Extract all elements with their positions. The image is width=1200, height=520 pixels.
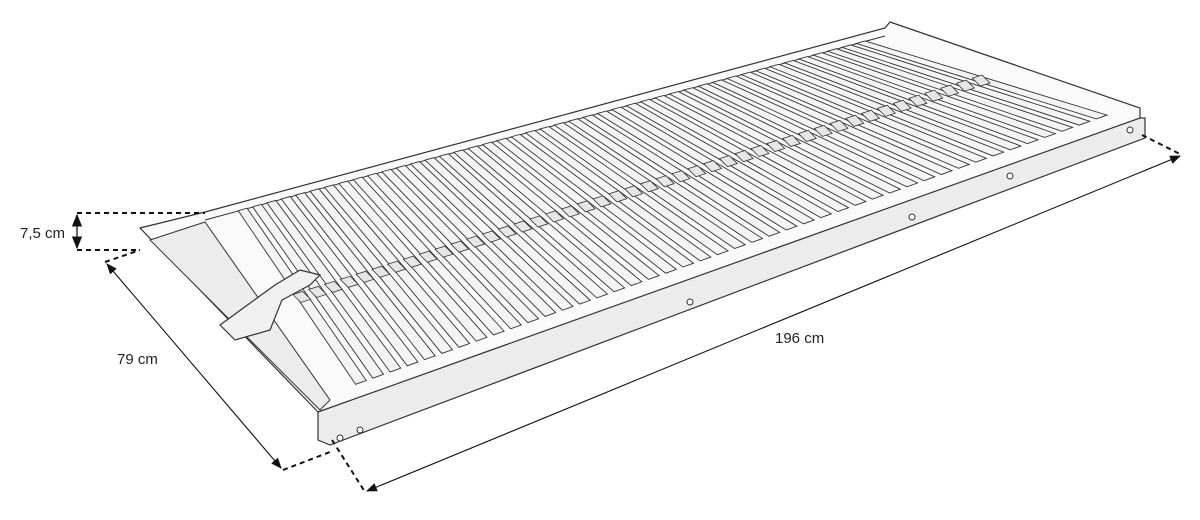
- screw-icon: [1126, 126, 1134, 134]
- slat-holder: [307, 285, 328, 298]
- screw-icon: [356, 426, 364, 434]
- slat-holder: [829, 119, 849, 132]
- slat-holder: [750, 145, 770, 158]
- slat-holder: [955, 79, 976, 92]
- slat-holder: [876, 104, 897, 117]
- slat-holder: [323, 280, 344, 293]
- width-label: 79 cm: [117, 351, 158, 368]
- slat-holder: [766, 139, 786, 153]
- slat-holder: [339, 275, 359, 288]
- height-label: 7,5 cm: [20, 225, 65, 242]
- slat-holder: [892, 99, 912, 112]
- screw-icon: [686, 298, 694, 306]
- slat-holder: [292, 290, 312, 303]
- height-dimension: 7,5 cm: [20, 212, 205, 251]
- slat-holder: [971, 74, 991, 87]
- screw-icon: [1006, 172, 1014, 180]
- slat-holder: [908, 94, 928, 107]
- slat-holder: [797, 129, 818, 142]
- screw-icon: [908, 213, 916, 221]
- slat-holder: [781, 134, 802, 147]
- slat-holder: [924, 89, 944, 102]
- slat-holder: [813, 124, 833, 137]
- screw-icon: [336, 434, 344, 442]
- length-label: 196 cm: [775, 330, 824, 347]
- width-dimension: 79 cm: [104, 249, 331, 471]
- length-dimension: 196 cm: [331, 134, 1183, 493]
- slat-holder: [939, 84, 960, 97]
- slat-holder: [860, 109, 881, 122]
- slat-holder: [845, 114, 865, 127]
